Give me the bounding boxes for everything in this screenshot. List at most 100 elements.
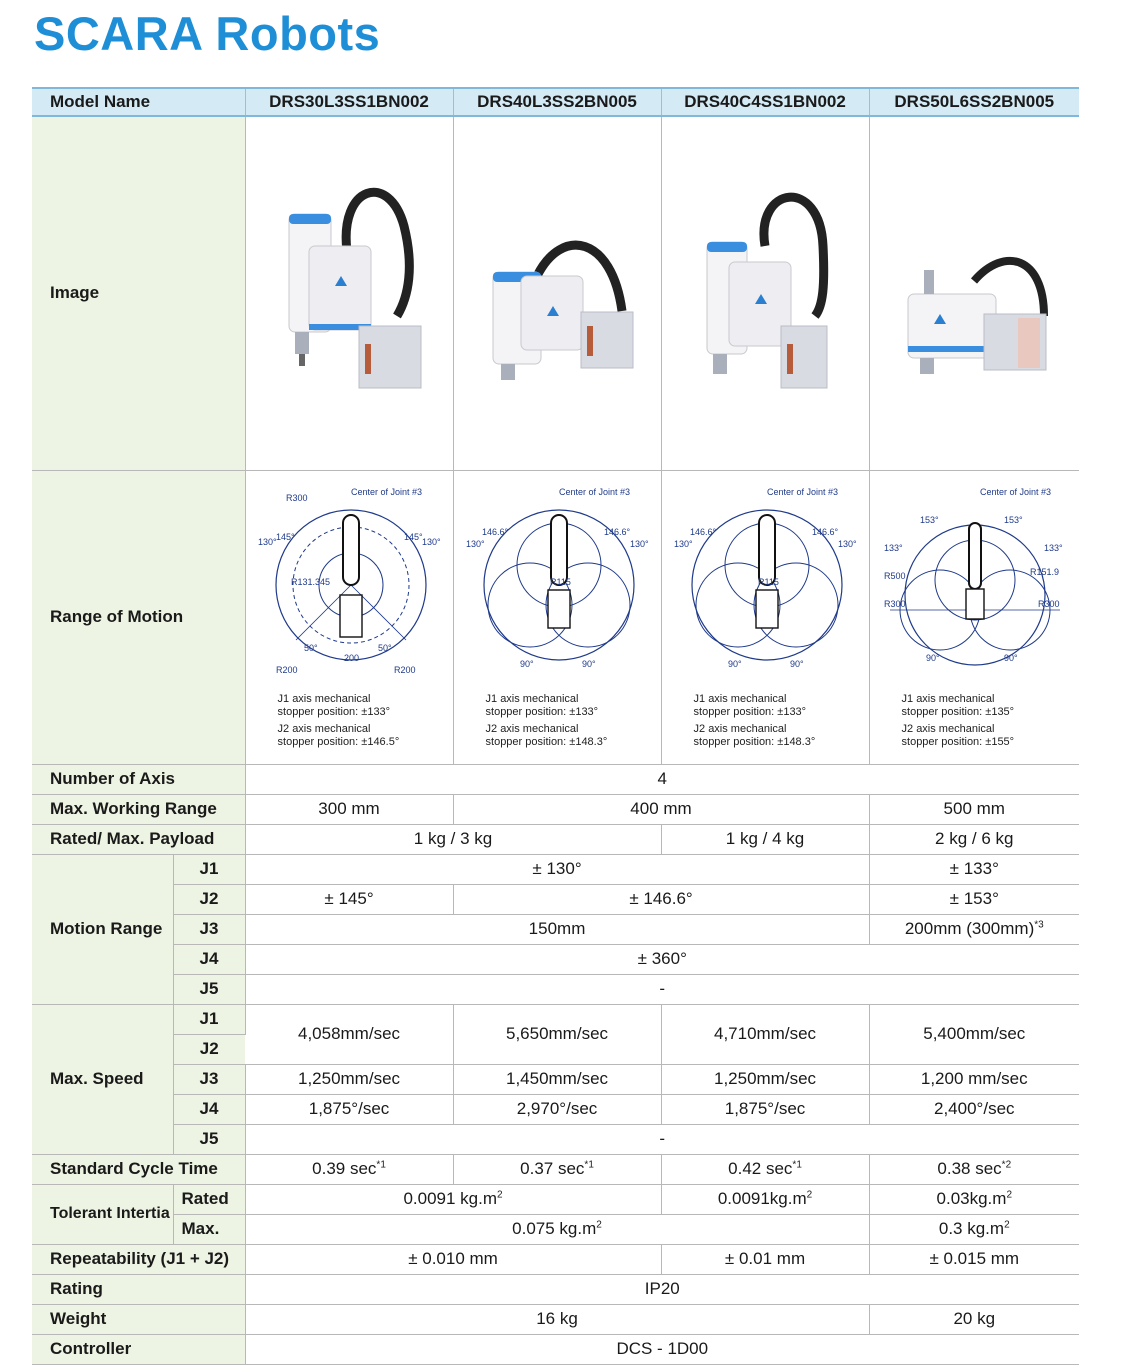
- weight-value: 20 kg: [869, 1304, 1080, 1335]
- motion-j2-value: ± 146.6°: [453, 884, 870, 915]
- motion-j5-row: J5 -: [32, 974, 1080, 1005]
- cycle-time-row: Standard Cycle Time 0.39 sec*1 0.37 sec*…: [32, 1154, 1080, 1185]
- payload-label: Rated/ Max. Payload: [32, 824, 246, 855]
- model-name-label: Model Name: [32, 87, 246, 117]
- inertia-rated-label: Rated: [173, 1184, 246, 1215]
- rom-angle-mid-right: 146.6°: [604, 527, 631, 537]
- rom-r-inner: R151.9: [1030, 567, 1059, 577]
- controller-value: DCS - 1D00: [245, 1334, 1080, 1365]
- rom-center-label: Center of Joint #3: [559, 487, 630, 497]
- model-name-1: DRS30L3SS1BN002: [245, 87, 454, 117]
- rom-bottom-left: 90°: [520, 659, 534, 669]
- speed-j3-value: 1,200 mm/sec: [869, 1064, 1080, 1095]
- rom-bottom-right: 50°: [378, 643, 392, 653]
- speed-j3-row: J3 1,250mm/sec 1,450mm/sec 1,250mm/sec 1…: [32, 1064, 1080, 1095]
- rom-note: J1 axis mechanical stopper position: ±13…: [901, 693, 1015, 748]
- motion-j3-value: 200mm (300mm)*3: [869, 914, 1080, 945]
- rom-center-label: Center of Joint #3: [351, 487, 422, 497]
- scara-robot-icon: [706, 192, 829, 389]
- payload-value: 1 kg / 3 kg: [245, 824, 662, 855]
- speed-j5-value: -: [245, 1124, 1080, 1155]
- rom-note: J1 axis mechanical stopper position: ±13…: [277, 693, 400, 748]
- robot-image-4: [869, 116, 1080, 471]
- weight-label: Weight: [32, 1304, 246, 1335]
- speed-j3-value: 1,250mm/sec: [245, 1064, 454, 1095]
- scara-robot-icon: [492, 240, 634, 380]
- rom-cell-2: Center of Joint #3 R115 130° 146.6° 146.…: [453, 470, 662, 765]
- scara-robot-icon: [907, 256, 1049, 374]
- axis-j2-label: J2: [173, 1034, 246, 1065]
- rom-bottom-right: 90°: [1004, 653, 1018, 663]
- number-of-axis-row: Number of Axis 4: [32, 764, 1080, 795]
- controller-label: Controller: [32, 1334, 246, 1365]
- axis-j2-label: J2: [173, 884, 246, 915]
- rom-angle-right: 130°: [630, 539, 649, 549]
- model-name-4: DRS50L6SS2BN005: [869, 87, 1080, 117]
- cycle-time-value: 0.38 sec*2: [869, 1154, 1080, 1185]
- rom-r-outer: R500: [884, 571, 906, 581]
- inertia-max-row: Max. 0.075 kg.m2 0.3 kg.m2: [32, 1214, 1080, 1245]
- rom-angle-left: 133°: [884, 543, 903, 553]
- robot-image-3: [661, 116, 870, 471]
- range-of-motion-label: Range of Motion: [32, 470, 246, 765]
- rom-bottom-left: 90°: [728, 659, 742, 669]
- scara-robot-icon: [288, 187, 422, 389]
- controller-row: Controller DCS - 1D00: [32, 1334, 1080, 1365]
- rom-angle-mid-left: 145°: [276, 532, 295, 542]
- inertia-rated-value: 0.0091kg.m2: [661, 1184, 870, 1215]
- rom-r-left: R300: [884, 599, 906, 609]
- repeatability-value: ± 0.015 mm: [869, 1244, 1080, 1275]
- axis-j3-label: J3: [173, 1064, 246, 1095]
- rom-angle-left: 130°: [258, 537, 277, 547]
- speed-j3-value: 1,250mm/sec: [661, 1064, 870, 1095]
- rom-r-right: R300: [1038, 599, 1060, 609]
- rom-center-label: Center of Joint #3: [980, 487, 1051, 497]
- axis-j1-label: J1: [173, 854, 246, 885]
- motion-j4-row: J4 ± 360°: [32, 944, 1080, 975]
- rom-note: J1 axis mechanical stopper position: ±13…: [485, 693, 608, 748]
- rating-label: Rating: [32, 1274, 246, 1305]
- speed-j1j2-value: 5,650mm/sec: [453, 1004, 662, 1065]
- spec-table: Model Name DRS30L3SS1BN002 DRS40L3SS2BN0…: [32, 87, 1080, 1365]
- rom-bottom-right: 90°: [790, 659, 804, 669]
- payload-value: 2 kg / 6 kg: [869, 824, 1080, 855]
- motion-j2-row: J2 ± 145° ± 146.6° ± 153°: [32, 884, 1080, 915]
- range-of-motion-diagram: Center of Joint #3 R115 130° 146.6° 146.…: [674, 487, 857, 669]
- tolerant-inertia-label: Tolerant Intertia: [32, 1184, 174, 1245]
- axis-j4-label: J4: [173, 944, 246, 975]
- header-row: Model Name DRS30L3SS1BN002 DRS40L3SS2BN0…: [32, 87, 1080, 117]
- image-label: Image: [32, 116, 246, 471]
- rating-value: IP20: [245, 1274, 1080, 1305]
- rom-r-bottom-left: R200: [276, 665, 298, 675]
- rom-r-inner: R115: [758, 577, 779, 587]
- rom-angle-left: 130°: [466, 539, 485, 549]
- speed-j5-row: J5 -: [32, 1124, 1080, 1155]
- robot-image-2: [453, 116, 662, 471]
- rom-angle-mid-left: 153°: [920, 515, 939, 525]
- speed-j4-value: 1,875°/sec: [245, 1094, 454, 1125]
- motion-j1-value: ± 133°: [869, 854, 1080, 885]
- inertia-max-label: Max.: [173, 1214, 246, 1245]
- model-name-2: DRS40L3SS2BN005: [453, 87, 662, 117]
- motion-range-label: Motion Range: [32, 854, 174, 1005]
- inertia-max-value: 0.3 kg.m2: [869, 1214, 1080, 1245]
- rom-angle-mid-right: 146.6°: [812, 527, 839, 537]
- motion-j5-value: -: [245, 974, 1080, 1005]
- speed-j4-value: 1,875°/sec: [661, 1094, 870, 1125]
- inertia-rated-row: Tolerant Intertia Rated 0.0091 kg.m2 0.0…: [32, 1184, 1080, 1245]
- number-of-axis-label: Number of Axis: [32, 764, 246, 795]
- rom-r-inner: R131.345: [291, 577, 330, 587]
- robot-image-1: [245, 116, 454, 471]
- cycle-time-value: 0.37 sec*1: [453, 1154, 662, 1185]
- page-title: SCARA Robots: [34, 7, 381, 60]
- range-of-motion-diagram: Center of Joint #3 R115 130° 146.6° 146.…: [466, 487, 649, 669]
- axis-j5-label: J5: [173, 974, 246, 1005]
- axis-j4-label: J4: [173, 1094, 246, 1125]
- inertia-max-value: 0.075 kg.m2: [245, 1214, 870, 1245]
- repeatability-value: ± 0.010 mm: [245, 1244, 662, 1275]
- working-range-value: 300 mm: [245, 794, 454, 825]
- repeatability-row: Repeatability (J1 + J2) ± 0.010 mm ± 0.0…: [32, 1244, 1080, 1275]
- range-of-motion-diagram: R300 Center of Joint #3 R131.345 130° 14…: [258, 487, 441, 675]
- speed-j3-value: 1,450mm/sec: [453, 1064, 662, 1095]
- rom-cell-3: Center of Joint #3 R115 130° 146.6° 146.…: [661, 470, 870, 765]
